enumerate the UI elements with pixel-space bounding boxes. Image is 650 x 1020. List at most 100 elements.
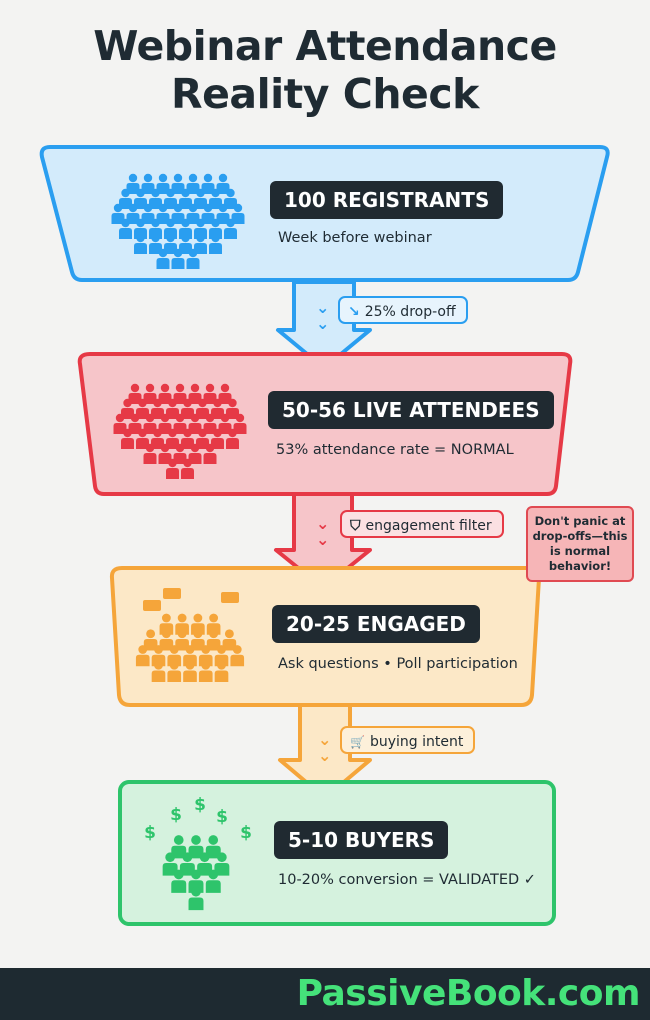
- person-head: [190, 383, 200, 393]
- person-head: [151, 188, 160, 198]
- person-head: [217, 852, 227, 863]
- person-body: [136, 438, 149, 449]
- stage-3-desc: Ask questions • Poll participation: [278, 656, 518, 672]
- person-body: [171, 258, 185, 269]
- person-body: [166, 438, 179, 449]
- person-head: [183, 458, 192, 468]
- stage-4-desc: 10-20% conversion = VALIDATED ✓: [278, 872, 536, 888]
- person-head: [213, 428, 222, 438]
- chevron-down-icon: ⌄⌄: [318, 730, 332, 765]
- person-head: [201, 645, 211, 654]
- person-body: [226, 408, 239, 419]
- stage-1-desc: Week before webinar: [278, 230, 432, 246]
- person-head: [160, 413, 170, 423]
- person-body: [143, 639, 158, 651]
- footer-bar: PassiveBook.com: [0, 968, 650, 1020]
- person-body: [143, 453, 157, 464]
- person-body: [173, 453, 187, 464]
- person-body: [194, 243, 207, 254]
- person-body: [151, 670, 166, 683]
- person-head: [191, 835, 201, 845]
- person-head: [205, 383, 215, 393]
- person-body: [171, 213, 185, 224]
- person-head: [226, 218, 235, 228]
- person-head: [123, 428, 132, 438]
- chat-crowd-icon: [135, 588, 245, 683]
- person-head: [190, 413, 200, 423]
- dollar-icon: $: [170, 805, 182, 825]
- person-body: [224, 228, 237, 239]
- person-head: [154, 645, 163, 654]
- person-body: [231, 213, 245, 224]
- person-head: [183, 398, 192, 408]
- person-head: [169, 645, 179, 654]
- person-head: [173, 173, 183, 183]
- person-head: [217, 660, 226, 670]
- person-head: [168, 428, 177, 438]
- person-head: [115, 413, 125, 423]
- person-body: [158, 423, 172, 434]
- person-body: [173, 393, 187, 404]
- person-head: [166, 188, 175, 198]
- person-head: [208, 835, 219, 845]
- title-line-1: Webinar Attendance: [93, 22, 557, 70]
- person-head: [123, 398, 132, 408]
- person-body: [156, 258, 170, 269]
- person-head: [182, 852, 193, 863]
- stage-2-count: 50-56 LIVE ATTENDEES: [268, 391, 554, 429]
- person-head: [211, 218, 220, 228]
- person-head: [143, 173, 153, 183]
- person-body: [218, 423, 232, 434]
- person-head: [181, 233, 190, 243]
- person-body: [203, 393, 217, 404]
- person-body: [233, 423, 247, 434]
- person-head: [143, 203, 153, 213]
- person-head: [201, 660, 211, 670]
- person-head: [160, 383, 170, 393]
- person-head: [160, 443, 170, 453]
- dollar-icon: $: [216, 807, 228, 827]
- person-head: [196, 218, 205, 228]
- person-head: [220, 383, 230, 393]
- transition-1-label: 25% drop-off: [364, 304, 456, 320]
- filter-icon: ⛉: [350, 518, 361, 534]
- person-body: [158, 453, 172, 464]
- person-head: [205, 443, 215, 453]
- person-body: [205, 845, 221, 859]
- person-body: [149, 198, 162, 209]
- person-body: [164, 198, 177, 209]
- person-head: [213, 398, 222, 408]
- person-body: [181, 408, 194, 419]
- person-head: [161, 629, 171, 639]
- cart-icon: 🛒: [350, 735, 365, 749]
- person-body: [188, 423, 202, 434]
- person-body: [126, 183, 140, 194]
- person-head: [168, 398, 177, 408]
- brand-link[interactable]: PassiveBook.com: [296, 973, 641, 1014]
- person-head: [181, 218, 190, 228]
- person-body: [141, 213, 155, 224]
- person-head: [128, 173, 138, 183]
- transition-3-label: buying intent: [369, 734, 464, 750]
- person-body: [119, 198, 132, 209]
- person-body: [222, 639, 237, 651]
- person-body: [188, 897, 204, 911]
- person-head: [232, 645, 242, 654]
- person-body: [194, 198, 207, 209]
- person-head: [146, 629, 156, 639]
- person-head: [228, 428, 237, 438]
- person-head: [154, 660, 163, 670]
- person-head: [165, 852, 175, 863]
- person-body: [134, 243, 147, 254]
- person-body: [143, 393, 157, 404]
- person-body: [183, 670, 197, 683]
- person-body: [162, 863, 178, 876]
- person-head: [218, 173, 228, 183]
- person-body: [181, 468, 194, 479]
- person-head: [211, 233, 220, 243]
- person-body: [159, 639, 174, 651]
- person-head: [193, 613, 203, 623]
- person-body: [216, 213, 230, 224]
- person-body: [164, 243, 177, 254]
- person-head: [191, 869, 201, 880]
